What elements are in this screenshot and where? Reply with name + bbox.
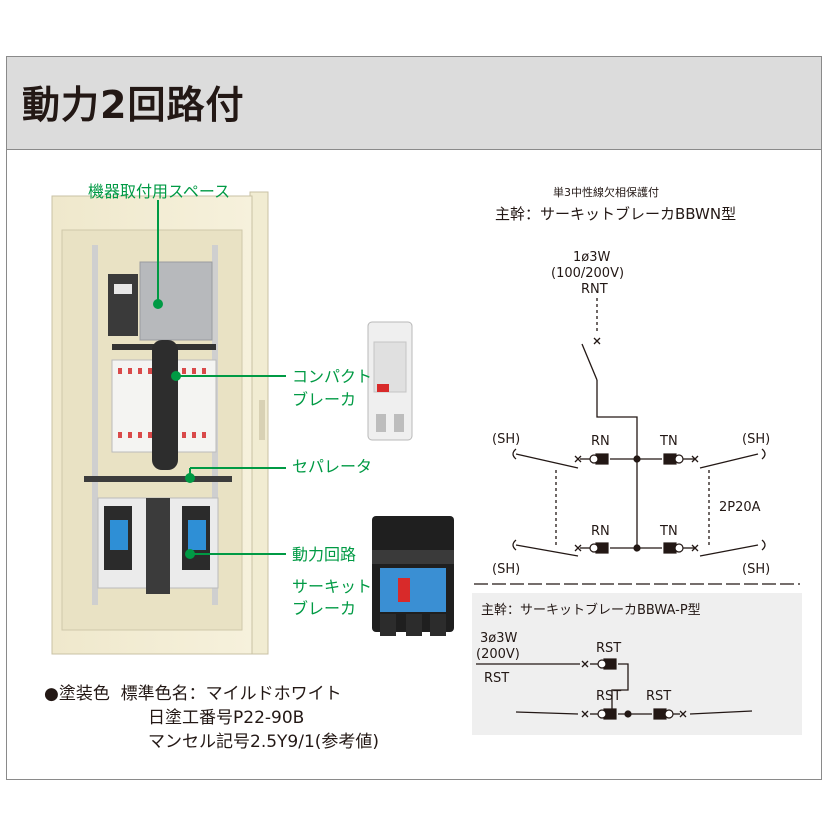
terminal-rst-top bbox=[597, 658, 617, 670]
sub-supply-2: (200V) bbox=[476, 647, 520, 662]
equipment-mounting-space bbox=[139, 261, 213, 341]
callout-power-circuit: 動力回路 bbox=[292, 545, 357, 564]
page-title: 動力2回路付 bbox=[22, 83, 245, 127]
circuit-breaker-product bbox=[372, 516, 454, 636]
main-supply-3: RNT bbox=[581, 282, 608, 297]
main-note: 単3中性線欠相保護付 bbox=[553, 185, 659, 199]
terminal-tn-top bbox=[663, 453, 684, 465]
label-tn-bottom: TN bbox=[659, 524, 678, 539]
label-rn-bottom: RN bbox=[591, 524, 610, 539]
label-sh-tr: (SH) bbox=[742, 432, 770, 447]
callout-circuit-breaker-1: サーキット bbox=[292, 577, 373, 596]
paint-specs: ●塗装色 標準色名：マイルドホワイト 日塗工番号P22-90B マンセル記号2.… bbox=[44, 682, 379, 754]
label-rst-bottom-right: RST bbox=[646, 689, 671, 704]
paint-standard-color: 標準色名：マイルドホワイト bbox=[120, 684, 342, 704]
sub-title: 主幹：サーキットブレーカBBWA-P型 bbox=[481, 602, 701, 618]
sub-supply-3: RST bbox=[484, 671, 509, 686]
terminal-tn-bottom bbox=[663, 542, 684, 554]
separator-bar bbox=[84, 476, 232, 482]
callout-circuit-breaker-2: ブレーカ bbox=[292, 599, 357, 618]
terminal-rst-bottom-left bbox=[597, 708, 617, 720]
label-rn-top: RN bbox=[591, 434, 610, 449]
label-tn-top: TN bbox=[659, 434, 678, 449]
terminal-rn-bottom bbox=[589, 542, 609, 554]
sub-supply-1: 3ø3W bbox=[480, 631, 517, 646]
main-supply-1: 1ø3W bbox=[573, 250, 610, 265]
paint-munsell: マンセル記号2.5Y9/1(参考値) bbox=[148, 732, 380, 752]
label-sh-bl: (SH) bbox=[492, 562, 520, 577]
label-sh-br: (SH) bbox=[742, 562, 770, 577]
terminal-rst-bottom-right bbox=[653, 708, 674, 720]
paint-number: 日塗工番号P22-90B bbox=[148, 708, 305, 728]
panel-frame bbox=[6, 56, 822, 780]
callout-compact-breaker-1: コンパクト bbox=[292, 367, 373, 386]
callout-equipment-space: 機器取付用スペース bbox=[88, 182, 231, 201]
compact-breaker-product bbox=[367, 321, 413, 441]
label-sh-tl: (SH) bbox=[492, 432, 520, 447]
callout-compact-breaker-2: ブレーカ bbox=[292, 390, 357, 409]
header-bar bbox=[7, 57, 821, 150]
label-branch-rating: 2P20A bbox=[719, 500, 761, 515]
terminal-rn-top bbox=[589, 453, 609, 465]
main-supply-2: (100/200V) bbox=[551, 266, 624, 281]
callout-separator: セパレータ bbox=[292, 457, 373, 476]
main-title: 主幹：サーキットブレーカBBWN型 bbox=[495, 205, 736, 223]
paint-label: ●塗装色 bbox=[44, 684, 110, 704]
label-rst-top: RST bbox=[596, 641, 621, 656]
label-rst-bottom-left: RST bbox=[596, 689, 621, 704]
